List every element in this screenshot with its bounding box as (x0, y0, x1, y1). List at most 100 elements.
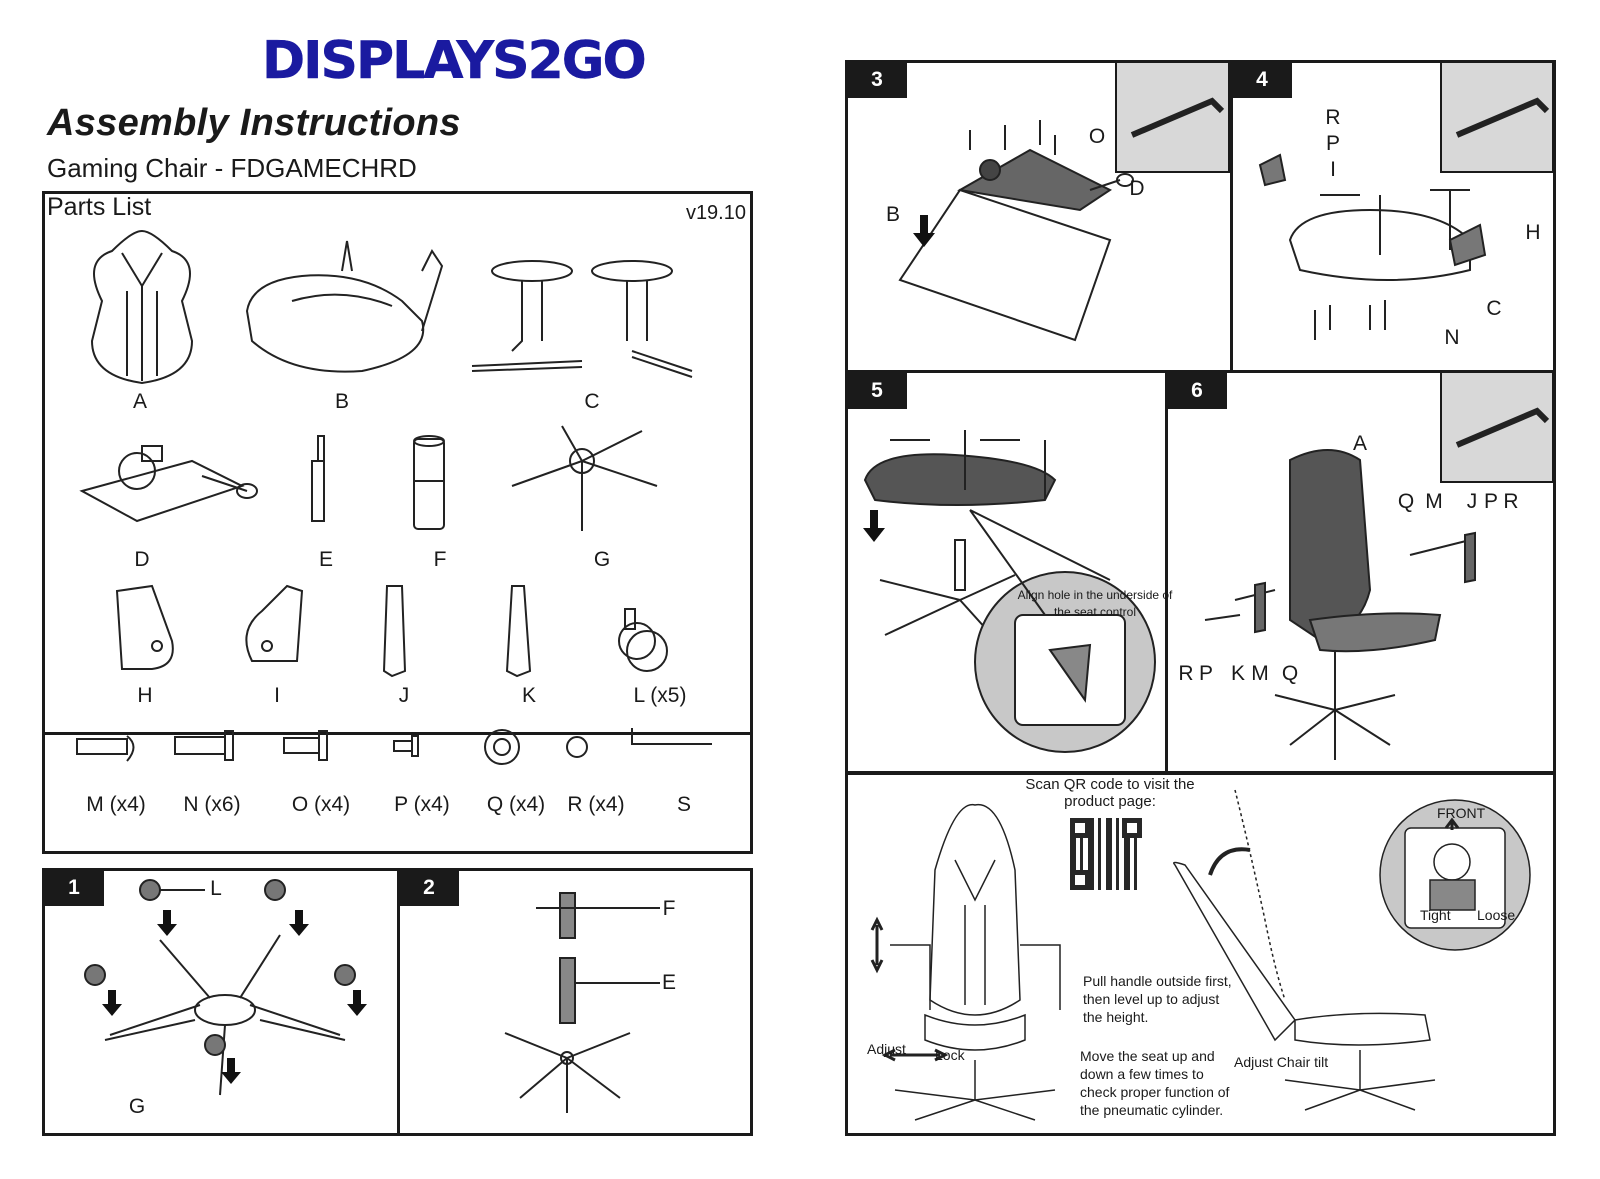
hardware-divider (45, 732, 750, 735)
step-2-label-e: E (661, 971, 676, 994)
step-1-label-l: L (210, 877, 222, 900)
step-1-number: 1 (44, 870, 104, 906)
hardware-label-s: S (676, 793, 691, 816)
brand-logo: DISPLAYS2GO (262, 28, 647, 92)
step-4-label-p: P (1325, 132, 1340, 155)
part-f-drawing (413, 435, 445, 530)
part-g-drawing (511, 425, 658, 531)
usage-illustration (870, 789, 1531, 1121)
step-6-label-p-left: P (1198, 662, 1213, 685)
hardware-label-m: M (x4) (86, 793, 146, 816)
step-4-illustration (1258, 153, 1487, 340)
step-6-label-r-left: R (1178, 662, 1194, 685)
part-h-drawing (115, 584, 174, 670)
version-label: v19.10 (685, 202, 746, 224)
step-6-label-k: K (1230, 662, 1245, 685)
part-label-l: L (x5) (633, 684, 687, 707)
parts-list-panel: Parts List v19.10 (42, 191, 753, 854)
step-5-illustration (863, 430, 1156, 753)
part-label-b: B (334, 390, 349, 413)
step-6-label-q-left: Q (1281, 662, 1299, 685)
part-label-j: J (398, 684, 410, 707)
step-4-label-r: R (1325, 106, 1341, 129)
page-subtitle: Gaming Chair - FDGAMECHRD (47, 153, 417, 183)
part-k-drawing (505, 585, 532, 678)
step-4-number: 4 (1232, 62, 1292, 98)
step-6-label-a: A (1352, 432, 1367, 455)
qr-caption: Scan QR code to visit the product page: (1025, 776, 1195, 810)
adjust-label: Adjust (867, 1041, 906, 1057)
part-j-drawing (382, 585, 407, 678)
hardware-label-r: R (x4) (567, 793, 625, 816)
step-3-label-o: O (1088, 125, 1106, 148)
part-label-e: E (318, 548, 333, 571)
part-e-drawing (311, 435, 325, 522)
allen-key-box-3 (1115, 61, 1230, 173)
part-label-d: D (134, 548, 150, 571)
hardware-label-n: N (x6) (183, 793, 241, 816)
step-1-illustration (84, 879, 367, 1096)
step-3-4-divider (1230, 60, 1233, 372)
part-l-drawing (618, 608, 668, 672)
step-1-label-g: G (128, 1095, 146, 1118)
cylinder-note: Move the seat up and down a few times to… (1080, 1048, 1230, 1118)
step-2-number: 2 (399, 870, 459, 906)
step-6-label-p-top: P (1483, 490, 1498, 513)
step-6-label-m-top: M (1425, 490, 1443, 513)
step-3-number: 3 (847, 62, 907, 98)
front-label: FRONT (1437, 805, 1486, 821)
part-label-a: A (132, 390, 147, 413)
loose-label: Loose (1477, 907, 1516, 923)
hardware-label-p: P (x4) (394, 793, 450, 816)
hardware-drawings (76, 728, 712, 765)
step-6-illustration (1204, 449, 1476, 760)
step-5-number: 5 (847, 373, 907, 409)
allen-key-box-4 (1440, 61, 1554, 173)
step-5-callout: Align hole in the underside of the seat … (1017, 588, 1173, 619)
tilt-label: Adjust Chair tilt (1234, 1054, 1329, 1070)
step-5-6-divider (1165, 370, 1168, 774)
row-divider (845, 370, 1556, 373)
step-4-label-i: I (1330, 158, 1336, 181)
part-b-drawing (245, 240, 444, 373)
lock-label: Lock (935, 1047, 965, 1063)
part-label-f: F (433, 548, 447, 571)
step-4-label-n: N (1444, 326, 1460, 349)
step-3-label-d: D (1129, 177, 1145, 200)
hardware-label-q: Q (x4) (486, 793, 546, 816)
part-label-h: H (137, 684, 153, 707)
step-6-label-j: J (1466, 490, 1478, 513)
allen-key-box-6 (1440, 371, 1554, 483)
step-2-label-f: F (662, 897, 676, 920)
part-a-drawing (90, 229, 194, 385)
part-d-drawing (79, 445, 258, 523)
part-i-drawing (245, 584, 304, 662)
part-label-i: I (274, 684, 280, 707)
part-label-k: K (521, 684, 536, 707)
logo-text: DISPLAYS2GO (262, 31, 645, 91)
allen-key-icon (1130, 97, 1225, 138)
step-6-label-q-top: Q (1397, 490, 1415, 513)
step-divider (397, 868, 400, 1136)
parts-illustrations (76, 229, 712, 765)
allen-key-icon (1455, 407, 1550, 448)
page-title: Assembly Instructions (47, 102, 461, 144)
step-4-label-c: C (1486, 297, 1502, 320)
step-6-number: 6 (1167, 373, 1227, 409)
qr-code[interactable] (1070, 818, 1142, 890)
step-6-label-r-top: R (1503, 490, 1519, 513)
step-3-label-b: B (885, 203, 900, 226)
tight-label: Tight (1420, 907, 1451, 923)
step-6-label-m-left: M (1251, 662, 1269, 685)
step-3-illustration (898, 120, 1134, 342)
part-label-c: C (584, 390, 600, 413)
step-4-label-h: H (1525, 221, 1541, 244)
height-note: Pull handle outside first, then level up… (1083, 973, 1232, 1025)
parts-list-heading: Parts List (47, 193, 152, 221)
step-2-illustration (504, 892, 660, 1113)
part-label-g: G (593, 548, 611, 571)
steps-3-6-panel (845, 60, 1556, 774)
hardware-label-o: O (x4) (291, 793, 351, 816)
part-c-drawing (471, 260, 693, 378)
allen-key-icon (1455, 97, 1550, 138)
